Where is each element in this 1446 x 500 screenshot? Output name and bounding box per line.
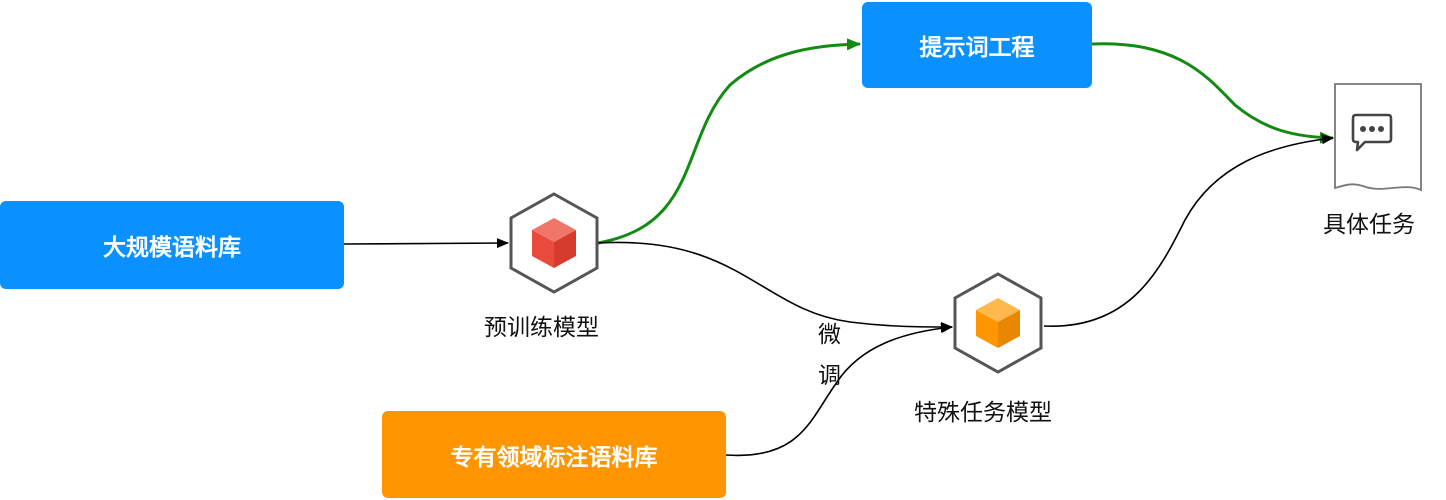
corpus-label: 大规模语料库 — [103, 235, 241, 261]
pretrained-model-cube-icon[interactable] — [508, 192, 600, 294]
task-document-chat-icon[interactable] — [1333, 82, 1423, 194]
edge-prompt-to-task — [1091, 42, 1334, 144]
edge-special-to-task — [1043, 134, 1334, 327]
corpus-node[interactable]: 大规模语料库 — [0, 201, 344, 289]
task-label: 具体任务 — [1323, 212, 1415, 238]
special-task-model-label: 特殊任务模型 — [914, 400, 1052, 426]
pretrained-model-label: 预训练模型 — [484, 315, 599, 341]
edge-corpus-to-pretrained — [343, 238, 509, 249]
prompt-engineering-label: 提示词工程 — [919, 35, 1035, 61]
prompt-engineering-node[interactable]: 提示词工程 — [862, 2, 1092, 88]
special-task-model-cube-icon[interactable] — [952, 272, 1044, 374]
edge-pretrained-to-special — [597, 241, 953, 332]
domain-corpus-node[interactable]: 专有领域标注语料库 — [382, 411, 726, 498]
edge-domain-to-special — [725, 323, 953, 457]
finetune-label-char-2: 调 — [818, 363, 841, 389]
finetune-label-char-1: 微 — [818, 322, 841, 348]
edge-pretrained-to-prompt — [597, 38, 861, 245]
domain-corpus-label: 专有领域标注语料库 — [450, 444, 658, 471]
